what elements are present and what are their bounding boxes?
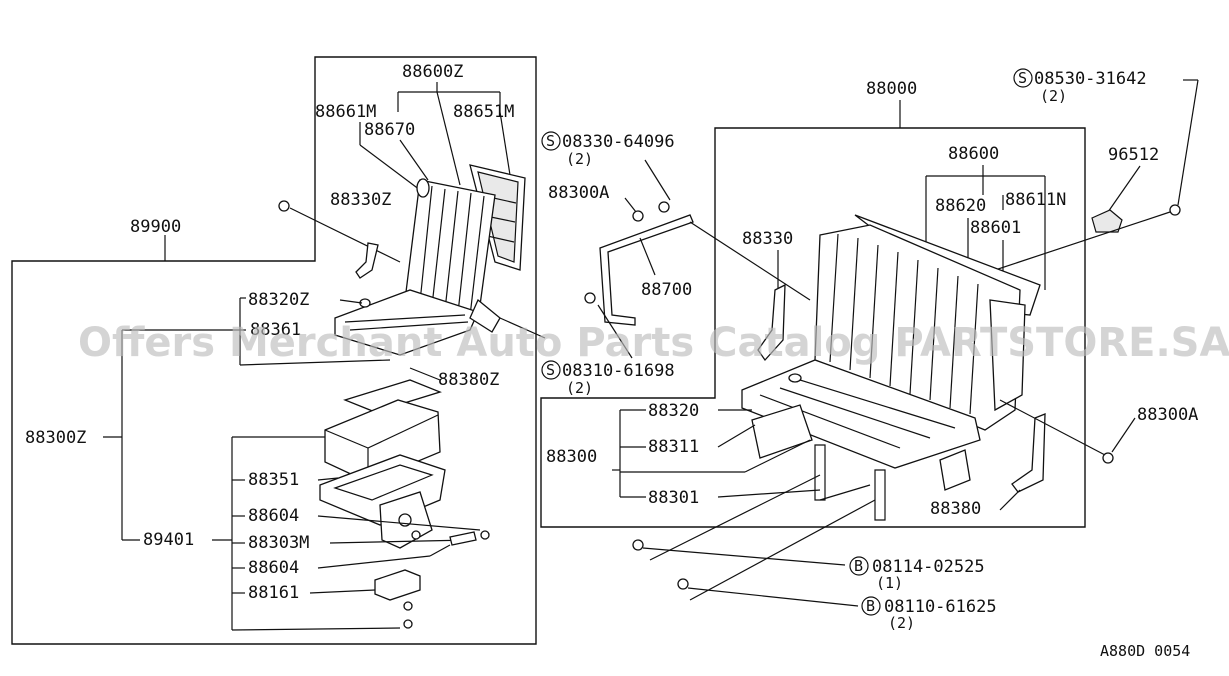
label-88300Z: 88300Z (25, 428, 86, 448)
left-group-frame (11, 56, 537, 645)
label-88651M: 88651M (453, 102, 514, 122)
hinge-88330 (757, 283, 786, 362)
s-marker-08310-letter: S (546, 361, 555, 379)
s-marker-08330 (541, 131, 561, 151)
label-88320Z: 88320Z (248, 290, 309, 310)
label-88301: 88301 (648, 488, 699, 508)
left-lock-block (374, 569, 421, 601)
label-88380Z: 88380Z (438, 370, 499, 390)
left-seat-frame (319, 454, 446, 549)
label-88330Z: 88330Z (330, 190, 391, 210)
bolt-08114 (632, 539, 644, 551)
left-hinge-bracket (278, 200, 401, 279)
qty-08110: (2) (888, 614, 915, 632)
label-88600: 88600 (948, 144, 999, 164)
right-bench-cushion (741, 359, 981, 469)
bolt-08330 (658, 201, 670, 213)
left-seat-back (404, 164, 526, 321)
label-88604-b: 88604 (248, 558, 299, 578)
qty-08530: (2) (1040, 87, 1067, 105)
b-marker-08110-letter: B (866, 597, 875, 615)
left-spring-pin (449, 531, 477, 546)
label-88351: 88351 (248, 470, 299, 490)
left-seat-pad (343, 379, 442, 413)
label-88300A-right: 88300A (1137, 405, 1198, 425)
label-88670: 88670 (364, 120, 415, 140)
left-seat-cushion (334, 289, 546, 356)
right-group-frame (540, 127, 1086, 528)
label-08330-64096: 08330-64096 (562, 132, 675, 152)
label-89401: 89401 (143, 530, 194, 550)
bolt-88700 (584, 292, 596, 304)
b-marker-08110 (861, 596, 881, 616)
label-88661M: 88661M (315, 102, 376, 122)
label-88601: 88601 (970, 218, 1021, 238)
label-88361: 88361 (250, 320, 301, 340)
s-marker-08530 (1013, 68, 1033, 88)
bolt-88300A-top (632, 210, 644, 222)
label-89900: 89900 (130, 217, 181, 237)
s-marker-08530-letter: S (1018, 69, 1027, 87)
label-08114-02525: 08114-02525 (872, 557, 985, 577)
label-08310-61698: 08310-61698 (562, 361, 675, 381)
label-88000: 88000 (866, 79, 917, 99)
label-88380: 88380 (930, 499, 981, 519)
support-bracket-88700 (599, 214, 694, 326)
label-88600Z: 88600Z (402, 62, 463, 82)
label-96512: 96512 (1108, 145, 1159, 165)
bolt-88300A-right (1102, 452, 1114, 464)
s-marker-08330-letter: S (546, 132, 555, 150)
label-88700: 88700 (641, 280, 692, 300)
label-88300A-top: 88300A (548, 183, 609, 203)
bolt-08110 (677, 578, 689, 590)
b-marker-08114-letter: B (854, 557, 863, 575)
label-88330: 88330 (742, 229, 793, 249)
hinge-88380 (1011, 413, 1046, 493)
label-08530-31642: 08530-31642 (1034, 69, 1147, 89)
label-88300: 88300 (546, 447, 597, 467)
label-88303M: 88303M (248, 533, 309, 553)
label-88161: 88161 (248, 583, 299, 603)
left-screw-upper (403, 601, 413, 611)
right-bench-frame (751, 404, 971, 521)
right-bolt-top (1169, 204, 1181, 216)
label-88620: 88620 (935, 196, 986, 216)
qty-08330: (2) (566, 150, 593, 168)
label-88320: 88320 (648, 401, 699, 421)
left-screw-lower (403, 619, 413, 629)
qty-08310: (2) (566, 379, 593, 397)
label-88611N: 88611N (1005, 190, 1066, 210)
trim-cap-96512 (1091, 209, 1123, 233)
label-08110-61625: 08110-61625 (884, 597, 997, 617)
label-88604-a: 88604 (248, 506, 299, 526)
watermark: Offers Merchant Auto Parts Catalog PARTS… (78, 320, 1229, 366)
b-marker-08114 (849, 556, 869, 576)
figure-code: A880D 0054 (1100, 642, 1190, 660)
s-marker-08310 (541, 360, 561, 380)
qty-08114: (1) (876, 574, 903, 592)
label-88311: 88311 (648, 437, 699, 457)
